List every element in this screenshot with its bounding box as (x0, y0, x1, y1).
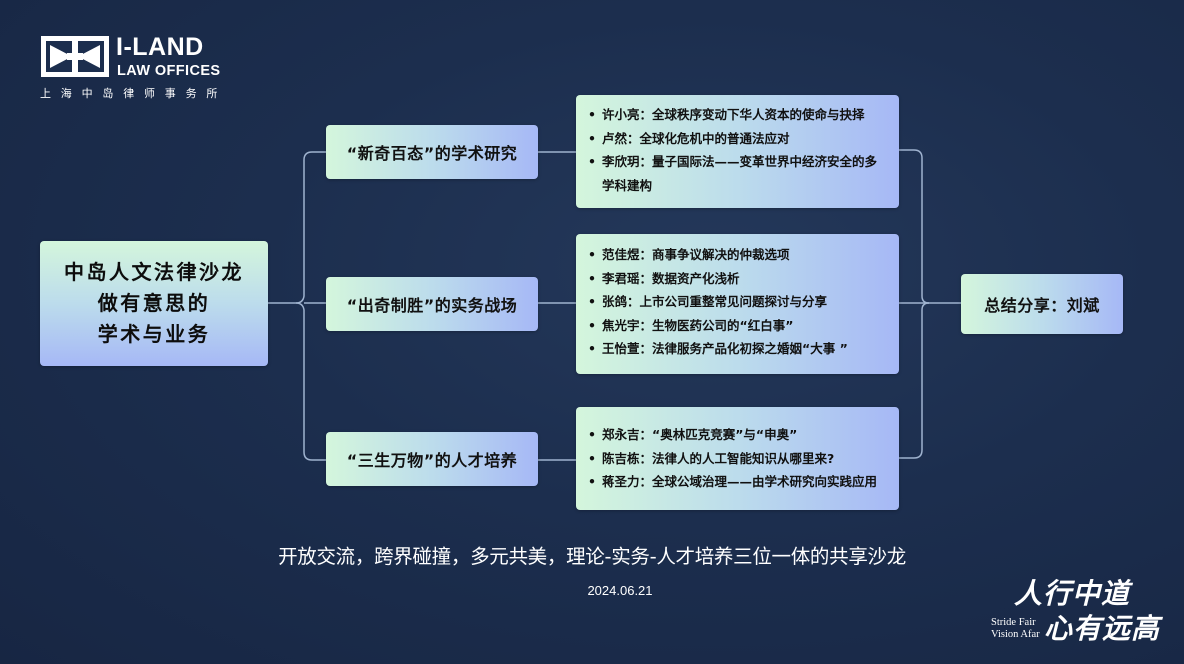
branch-label: “三生万物”的人才培养 (346, 451, 518, 470)
summary-node: 总结分享：刘斌 (961, 274, 1123, 334)
tagline: 开放交流，跨界碰撞，多元共美，理论-实务-人才培养三位一体的共享沙龙 (278, 545, 906, 568)
branch-label: “新奇百态”的学术研究 (346, 144, 518, 163)
talk-title: 李君瑶：数据资产化浅析 (602, 270, 740, 286)
talk-title: 李欣玥：量子国际法——变革世界中经济安全的多学科建构 (602, 154, 878, 193)
list-item: • 焦光宇：生物医药公司的“红白事” (588, 314, 889, 338)
talk-title: 范佳煜：商事争议解决的仲裁选项 (602, 247, 790, 262)
root-title-line-1: 中岛人文法律沙龙 (64, 260, 244, 284)
branch-talent-cultivation: “三生万物”的人才培养 (326, 432, 538, 486)
talk-title: 陈吉栋：法律人的人工智能知识从哪里来? (602, 450, 835, 466)
detail-box-talent: • 郑永吉：“奥林匹克竞赛”与“申奥” • 陈吉栋：法律人的人工智能知识从哪里来… (576, 407, 899, 510)
bullet-icon: • (588, 450, 596, 466)
list-item: • 李君瑶：数据资产化浅析 (588, 267, 889, 291)
motto-chinese-line-1: 人行中道 (1014, 577, 1131, 610)
summary-label: 总结分享：刘斌 (984, 296, 1100, 315)
logo-mark-icon (41, 36, 109, 77)
list-item: • 李欣玥：量子国际法——变革世界中经济安全的多学科建构 (588, 150, 889, 197)
list-item: • 蒋圣力：全球公域治理——由学术研究向实践应用 (588, 470, 889, 494)
root-title-line-3: 学术与业务 (97, 322, 211, 346)
logo-chinese-name: 上海中岛律师事务所 (40, 87, 228, 100)
talk-title: 焦光宇：生物医药公司的“红白事” (602, 317, 794, 333)
bullet-icon: • (588, 474, 596, 489)
talk-title: 郑永吉：“奥林匹克竞赛”与“申奥” (602, 427, 798, 442)
list-item: • 陈吉栋：法律人的人工智能知识从哪里来? (588, 447, 889, 471)
bullet-icon: • (588, 270, 596, 286)
bullet-icon: • (588, 130, 596, 146)
list-item: • 许小亮：全球秩序变动下华人资本的使命与抉择 (588, 103, 889, 127)
detail-box-academic: • 许小亮：全球秩序变动下华人资本的使命与抉择 • 卢然：全球化危机中的普通法应… (576, 95, 899, 208)
bullet-icon: • (588, 247, 596, 262)
talk-title: 张鸽：上市公司重整常见问题探讨与分享 (602, 294, 828, 309)
root-title-line-2: 做有意思的 (97, 291, 211, 315)
motto-english-line-1: Stride Fair (991, 617, 1036, 628)
branch-academic-research: “新奇百态”的学术研究 (326, 125, 538, 179)
logo-subtitle: LAW OFFICES (117, 63, 221, 79)
motto-chinese-line-2: 心有远高 (1044, 612, 1161, 645)
list-item: • 郑永吉：“奥林匹克竞赛”与“申奥” (588, 423, 889, 447)
bullet-icon: • (588, 294, 596, 309)
bullet-icon: • (588, 427, 596, 442)
detail-box-practice: • 范佳煜：商事争议解决的仲裁选项 • 李君瑶：数据资产化浅析 • 张鸽：上市公… (576, 234, 899, 374)
bullet-icon: • (588, 107, 596, 122)
root-node: 中岛人文法律沙龙 做有意思的 学术与业务 (40, 241, 268, 366)
bullet-icon: • (588, 341, 596, 356)
bullet-icon: • (588, 154, 596, 169)
talk-title: 卢然：全球化危机中的普通法应对 (602, 130, 790, 146)
talk-title: 蒋圣力：全球公域治理——由学术研究向实践应用 (602, 474, 878, 489)
talk-title: 许小亮：全球秩序变动下华人资本的使命与抉择 (602, 107, 865, 122)
event-date: 2024.06.21 (587, 583, 653, 598)
logo-name: I-LAND (116, 33, 204, 61)
list-item: • 卢然：全球化危机中的普通法应对 (588, 127, 889, 151)
branch-practice-field: “出奇制胜”的实务战场 (326, 277, 538, 331)
talk-title: 王怡萱：法律服务产品化初探之婚姻“大事 ” (602, 341, 848, 356)
list-item: • 张鸽：上市公司重整常见问题探讨与分享 (588, 290, 889, 314)
bullet-icon: • (588, 317, 596, 333)
branch-label: “出奇制胜”的实务战场 (346, 296, 518, 315)
motto-english: Stride Fair Vision Afar (991, 617, 1040, 641)
list-item: • 王怡萱：法律服务产品化初探之婚姻“大事 ” (588, 337, 889, 361)
motto-english-line-2: Vision Afar (991, 629, 1040, 640)
list-item: • 范佳煜：商事争议解决的仲裁选项 (588, 243, 889, 267)
